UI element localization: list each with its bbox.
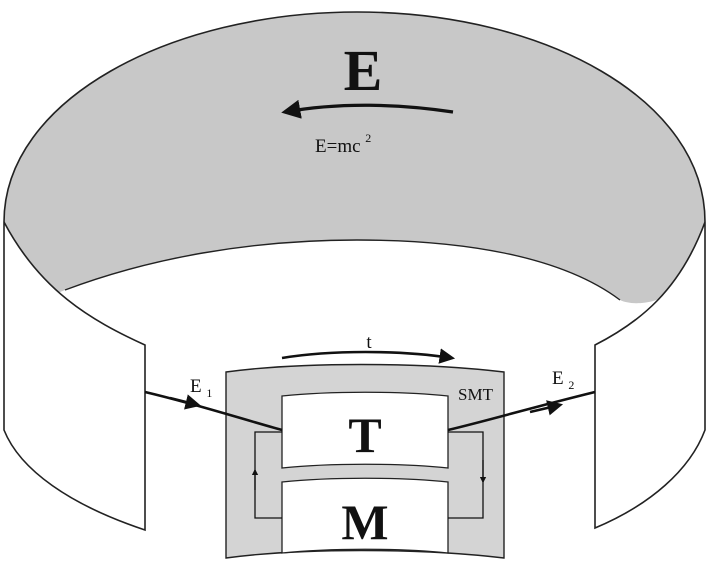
lower-box-label: M [341,494,388,550]
input-energy-base: E [190,376,202,397]
ring-interior-surface [4,12,705,304]
smt-label: SMT [458,385,494,404]
ring-inner-edge [64,239,621,301]
input-energy-arrowhead [169,394,202,410]
lower-box [281,477,449,554]
output-energy-sub: 2 [568,378,574,392]
ring-left-wall [3,221,146,532]
energy-flow-arrow [281,99,454,119]
ring-right-wall [594,221,706,530]
upper-box [281,391,449,469]
input-energy-sub: 1 [206,386,212,400]
mass-energy-equation: E=mc 2 [315,131,371,157]
output-energy-arrowhead [529,400,564,416]
input-energy-flow [144,390,283,432]
output-energy-flow [447,390,596,432]
equation-exponent: 2 [365,131,371,145]
time-label: t [366,332,372,353]
ring-top-rim [3,11,706,223]
upper-box-label: T [348,407,381,463]
equation-base: E=mc [315,136,361,157]
energy-symbol: E [344,38,383,103]
time-arrow [281,348,456,364]
output-energy-base: E [552,368,564,389]
output-energy-label: E 2 [552,368,574,392]
input-energy-label: E 1 [190,376,212,400]
